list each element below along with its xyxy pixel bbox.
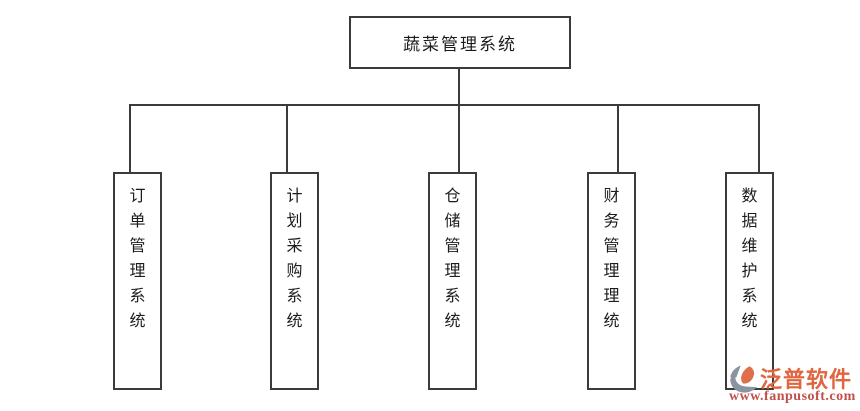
- root-node-label: 蔬菜管理系统: [403, 35, 517, 54]
- connector-stub-4: [617, 104, 619, 172]
- root-node-box: 蔬菜管理系统: [349, 16, 571, 69]
- module-box-warehouse-management: 仓储管理系统: [428, 172, 477, 390]
- module-box-plan-purchasing: 计划采购系统: [270, 172, 319, 390]
- module-label: 仓储管理系统: [444, 188, 461, 330]
- module-label: 数据维护系统: [741, 188, 758, 330]
- module-label: 订单管理系统: [129, 188, 146, 330]
- module-box-finance-management: 财务管理理统: [587, 172, 636, 390]
- connector-stub-2: [286, 104, 288, 172]
- watermark-brand-text: 泛普软件: [760, 367, 853, 392]
- watermark: 泛普软件 www.fanpusoft.com: [720, 358, 860, 411]
- module-label: 财务管理理统: [603, 188, 620, 330]
- fanpu-logo-icon: [730, 365, 758, 393]
- module-box-order-management: 订单管理系统: [113, 172, 162, 390]
- connector-stub-1: [129, 104, 131, 172]
- connector-trunk: [458, 69, 460, 173]
- module-label: 计划采购系统: [286, 188, 303, 330]
- module-box-data-maintenance: 数据维护系统: [725, 172, 774, 390]
- connector-horizontal: [129, 104, 760, 106]
- watermark-url-text: www.fanpusoft.com: [729, 389, 856, 404]
- connector-stub-5: [758, 104, 760, 172]
